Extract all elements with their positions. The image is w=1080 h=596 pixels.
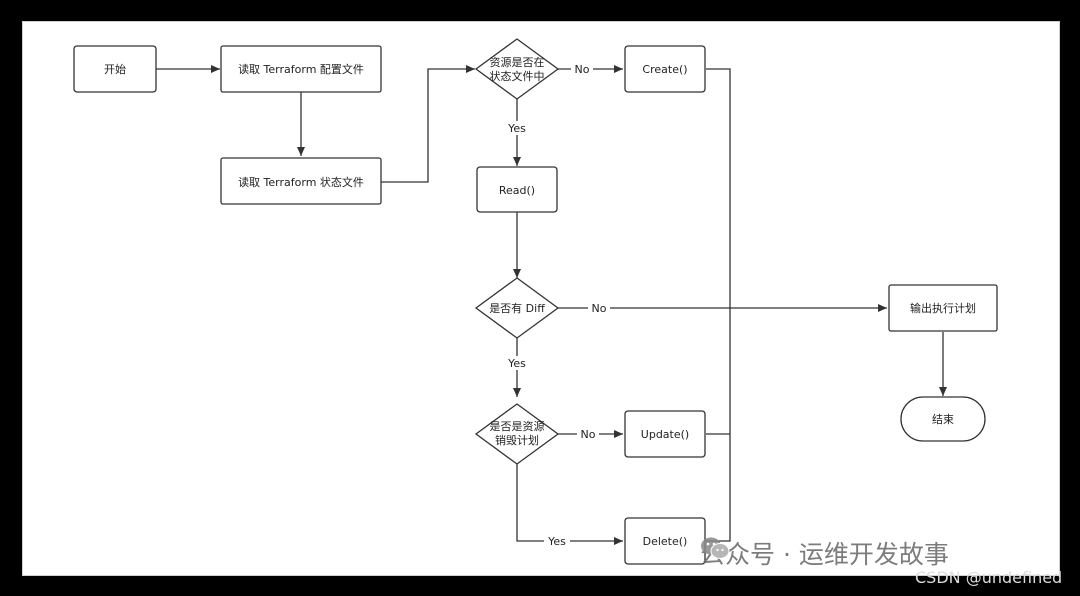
node-update: Update() [624, 410, 706, 458]
svg-text:是否有 Diff: 是否有 Diff [489, 301, 545, 315]
svg-text:Create(): Create() [642, 63, 687, 76]
label-destroy-yes: Yes [547, 535, 566, 548]
node-read-state: 读取 Terraform 状态文件 [220, 157, 382, 205]
node-start: 开始 [73, 45, 157, 93]
node-in-state-decision: 资源是否在 状态文件中 [474, 38, 560, 100]
edge-merge-to-output [706, 68, 731, 542]
svg-text:Read(): Read() [499, 184, 535, 197]
csdn-credit: CSDN @undefined [915, 568, 1063, 587]
label-instate-yes: Yes [507, 122, 526, 135]
watermark-text: 公众号 · 运维开发故事 [700, 540, 949, 569]
node-output-plan: 输出执行计划 [888, 284, 998, 332]
node-destroy-decision: 是否是资源 销毁计划 [474, 403, 560, 465]
svg-text:Delete(): Delete() [643, 535, 688, 548]
node-delete: Delete() [624, 517, 706, 565]
edge-state-to-decision [381, 65, 475, 183]
node-read: Read() [476, 166, 558, 213]
wechat-icon [701, 537, 730, 559]
svg-text:资源是否在: 资源是否在 [490, 55, 545, 69]
svg-text:输出执行计划: 输出执行计划 [910, 301, 976, 315]
svg-text:状态文件中: 状态文件中 [490, 69, 545, 83]
label-instate-no: No [575, 63, 590, 76]
label-diff-yes: Yes [507, 357, 526, 370]
label-destroy-no: No [581, 428, 596, 441]
svg-text:是否是资源: 是否是资源 [490, 419, 545, 433]
node-has-diff-decision: 是否有 Diff [474, 277, 560, 339]
label-diff-no: No [592, 302, 607, 315]
svg-text:结束: 结束 [932, 413, 954, 426]
node-create: Create() [624, 45, 706, 93]
svg-text:Update(): Update() [641, 428, 689, 441]
edge-destroy-yes [516, 464, 623, 545]
node-read-config: 读取 Terraform 配置文件 [220, 45, 382, 93]
svg-text:销毁计划: 销毁计划 [495, 433, 539, 447]
watermark: 公众号 · 运维开发故事 [700, 535, 949, 571]
svg-text:开始: 开始 [104, 62, 126, 76]
svg-text:读取 Terraform 状态文件: 读取 Terraform 状态文件 [238, 175, 364, 189]
svg-text:读取 Terraform 配置文件: 读取 Terraform 配置文件 [238, 62, 364, 76]
diagram-canvas: No Yes No Yes No Yes 开始 读取 Terraform 配置文… [22, 21, 1060, 576]
node-end: 结束 [900, 396, 986, 442]
flowchart: No Yes No Yes No Yes 开始 读取 Terraform 配置文… [73, 38, 998, 565]
